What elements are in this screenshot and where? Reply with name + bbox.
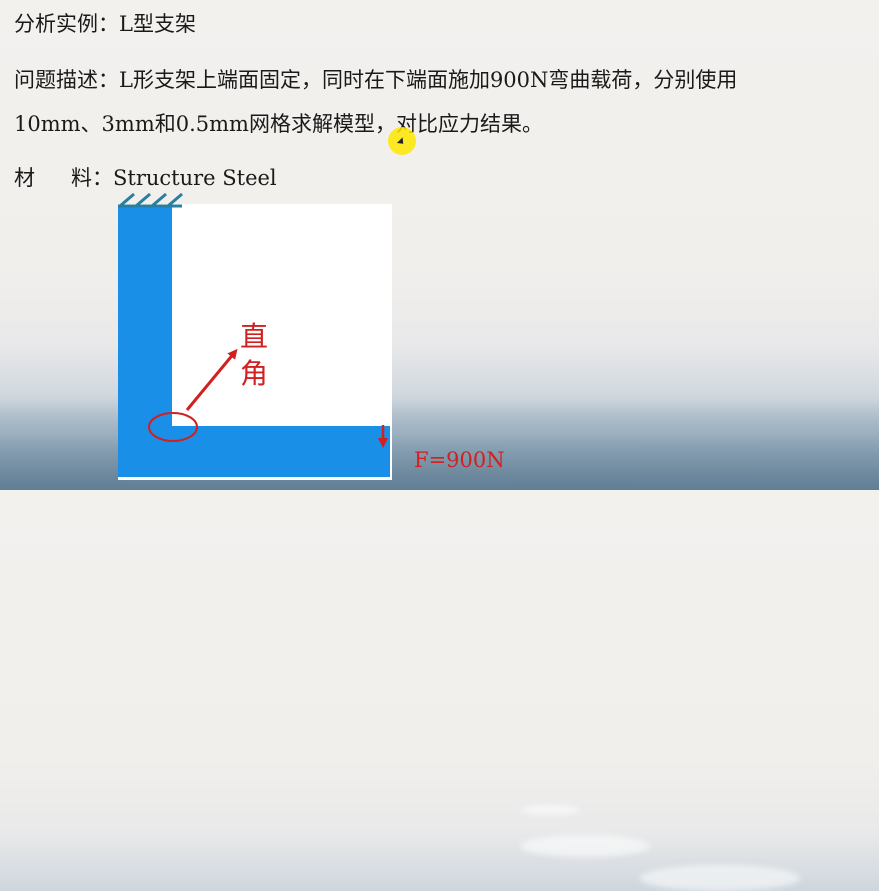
material-label-char-1: 材	[14, 166, 35, 190]
cursor-highlight	[388, 127, 416, 155]
material-row: 材 料：Structure Steel	[14, 162, 277, 192]
force-label: F=900N	[414, 448, 505, 472]
wave-highlight	[520, 805, 580, 815]
slide-title: 分析实例：L型支架	[14, 12, 196, 36]
l-bracket-diagram	[118, 192, 390, 477]
right-angle-label-char-2: 角	[240, 357, 269, 390]
problem-description-line-1: 问题描述：L形支架上端面固定，同时在下端面施加900N弯曲载荷，分别使用	[14, 68, 738, 92]
fixed-support-icon	[118, 192, 183, 208]
l-bracket-shape	[118, 206, 390, 477]
right-angle-arrow	[185, 348, 238, 411]
right-angle-circle	[148, 412, 198, 442]
material-value: Structure Steel	[113, 166, 277, 190]
right-angle-label-char-1: 直	[240, 320, 269, 353]
material-label-char-2: 料：	[71, 166, 113, 190]
wave-highlight	[640, 865, 800, 891]
problem-description-line-2: 10mm、3mm和0.5mm网格求解模型，对比应力结果。	[14, 112, 543, 136]
wave-highlight	[520, 835, 650, 857]
